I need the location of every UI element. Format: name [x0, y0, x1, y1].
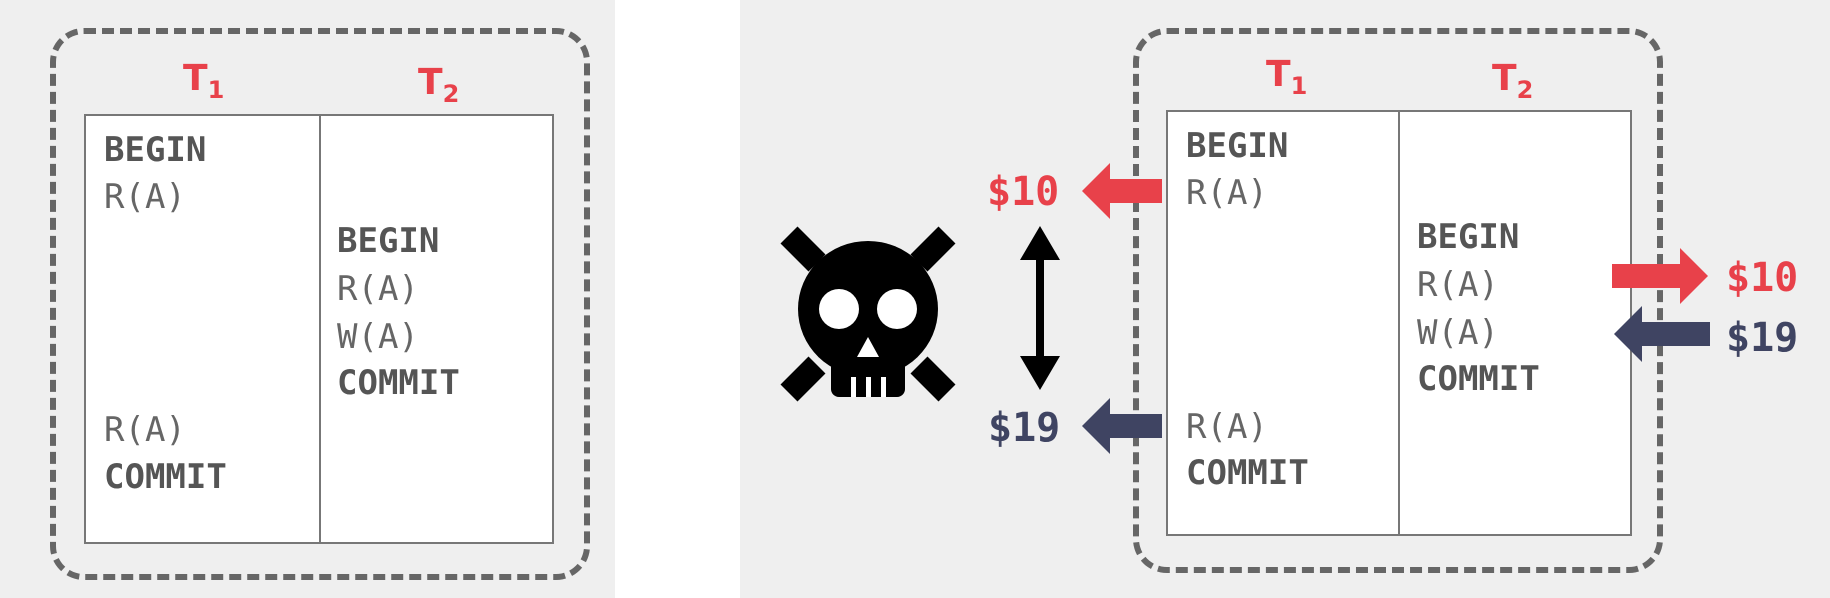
skull-crossbones-icon [780, 226, 956, 402]
left-schedule-frame [50, 28, 590, 580]
left-t2-header: T2 [418, 62, 460, 108]
right-t2-read: R(A) [1417, 265, 1499, 305]
double-arrow-icon [1020, 226, 1060, 390]
left-arrow-red-icon [1082, 163, 1162, 219]
right-t1-read-2: R(A) [1186, 407, 1268, 447]
t2-read-value: $10 [1726, 255, 1799, 301]
right-t1-begin: BEGIN [1186, 126, 1289, 166]
left-panel: T1 T2 BEGIN R(A) BEGIN R(A) W(A) COMMIT … [0, 0, 615, 598]
right-t1-header: T1 [1266, 54, 1308, 100]
right-t2-write: W(A) [1417, 313, 1499, 353]
t1-first-read-value: $10 [987, 169, 1060, 215]
right-t2-begin: BEGIN [1417, 217, 1520, 257]
right-schedule-table [1166, 110, 1632, 536]
left-arrow-navy-icon-2 [1614, 306, 1710, 362]
left-t1-read: R(A) [104, 177, 186, 217]
left-t1-begin: BEGIN [104, 130, 207, 170]
left-column-divider [319, 116, 321, 542]
right-t1-read: R(A) [1186, 173, 1268, 213]
left-arrow-navy-icon [1082, 398, 1162, 454]
right-panel: T1 T2 BEGIN R(A) BEGIN R(A) W(A) COMMIT … [740, 0, 1830, 598]
right-schedule-frame [1133, 28, 1663, 573]
t1-second-read-value: $19 [988, 405, 1061, 451]
left-t2-write: W(A) [337, 317, 419, 357]
right-arrow-red-icon [1612, 248, 1708, 304]
left-t2-read: R(A) [337, 269, 419, 309]
left-t1-header: T1 [183, 58, 225, 104]
right-column-divider [1398, 112, 1400, 534]
left-t1-commit: COMMIT [104, 457, 227, 497]
right-t2-commit: COMMIT [1417, 359, 1540, 399]
left-schedule-table [84, 114, 554, 544]
t2-write-value: $19 [1726, 315, 1799, 361]
left-t1-read-2: R(A) [104, 410, 186, 450]
right-t1-commit: COMMIT [1186, 453, 1309, 493]
left-t2-commit: COMMIT [337, 363, 460, 403]
left-t2-begin: BEGIN [337, 221, 440, 261]
right-t2-header: T2 [1492, 58, 1534, 104]
